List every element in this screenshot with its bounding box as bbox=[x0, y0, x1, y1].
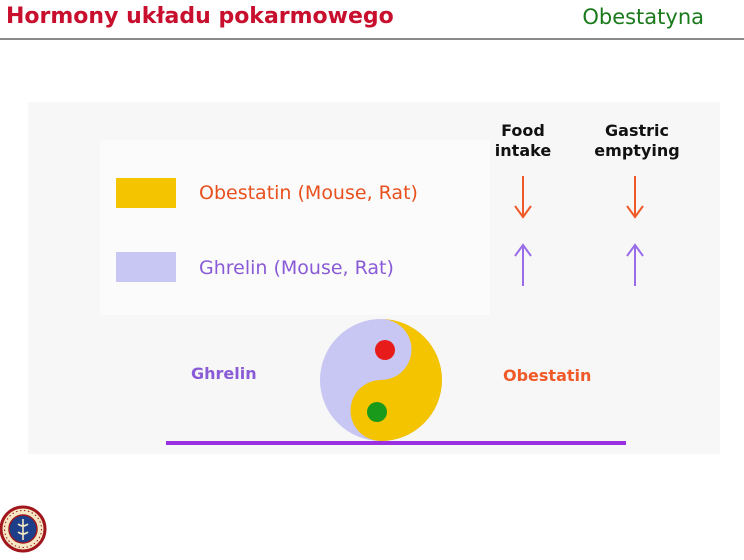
column-header-line: emptying bbox=[594, 141, 680, 160]
diagram-panel-inner bbox=[100, 140, 490, 315]
arrow-head bbox=[514, 243, 532, 257]
column-header-line: intake bbox=[494, 141, 552, 160]
baseline-bar bbox=[166, 441, 626, 445]
arrow-head bbox=[626, 243, 644, 257]
scale-label-obestatin: Obestatin bbox=[503, 366, 592, 385]
seal-emblem bbox=[17, 519, 29, 540]
yin-yang-icon bbox=[320, 319, 442, 441]
yin-yang-dot-top bbox=[375, 340, 395, 360]
legend-label-obestatin: Obestatin (Mouse, Rat) bbox=[199, 182, 418, 204]
title-divider bbox=[0, 38, 744, 40]
arrow-up-icon bbox=[514, 243, 532, 286]
column-header-food-intake: Food intake bbox=[463, 121, 583, 161]
arrow-up-icon bbox=[626, 243, 644, 286]
balance-baseline bbox=[166, 441, 626, 445]
legend-swatch-ghrelin bbox=[116, 252, 176, 282]
page-title: Hormony układu pokarmowego bbox=[6, 4, 394, 29]
scale-label-ghrelin: Ghrelin bbox=[191, 364, 257, 383]
slide-subtitle: Obestatyna bbox=[582, 5, 704, 29]
arrow-down-icon bbox=[626, 176, 644, 219]
column-header-line: Gastric bbox=[605, 121, 669, 140]
seal-ring-dots bbox=[4, 510, 42, 548]
arrow-head bbox=[626, 205, 644, 219]
university-seal-icon bbox=[0, 505, 47, 553]
column-header-line: Food bbox=[501, 121, 545, 140]
legend-label-ghrelin: Ghrelin (Mouse, Rat) bbox=[199, 257, 394, 279]
arrow-head bbox=[514, 205, 532, 219]
yin-yang-dot-bottom bbox=[367, 402, 387, 422]
legend-swatch-obestatin bbox=[116, 178, 176, 208]
arrow-down-icon bbox=[514, 176, 532, 219]
column-header-gastric-emptying: Gastric emptying bbox=[577, 121, 697, 161]
